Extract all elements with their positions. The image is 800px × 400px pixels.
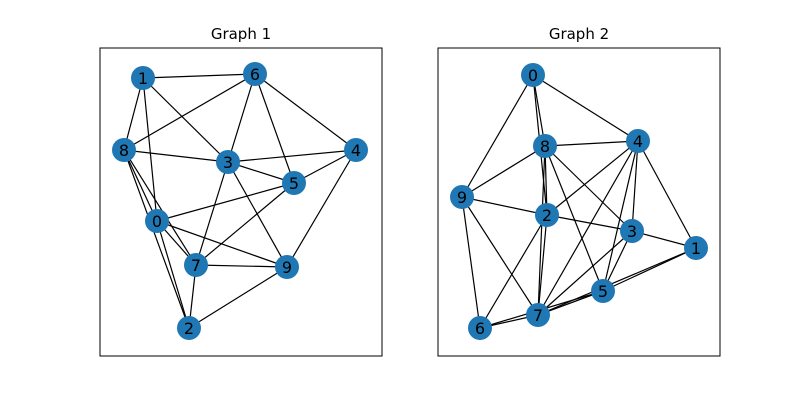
graph-2-edge-2-6 bbox=[479, 214, 548, 329]
graph-2-edge-0-9 bbox=[461, 74, 534, 198]
graph-2-edge-8-4 bbox=[544, 140, 639, 147]
graph-2-node-7 bbox=[526, 303, 550, 327]
graph-1-edge-6-4 bbox=[254, 73, 357, 151]
graph-2-edge-4-5 bbox=[602, 140, 639, 292]
graph-2-edge-4-7 bbox=[537, 140, 639, 316]
graph-1-node-label-0: 0 bbox=[152, 212, 162, 231]
graph-1-edge-6-8 bbox=[123, 73, 256, 151]
graph-2-edges bbox=[461, 74, 697, 329]
graph-2-node-1 bbox=[684, 236, 708, 260]
graph-2-edge-4-3 bbox=[631, 140, 639, 232]
graph-1-node-3 bbox=[216, 150, 240, 174]
graph-1-node-1 bbox=[131, 66, 155, 90]
graph-1-node-0 bbox=[145, 209, 169, 233]
graph-1-edge-8-0 bbox=[123, 149, 158, 222]
graph-2-node-2 bbox=[535, 203, 559, 227]
graph-2-node-5 bbox=[591, 279, 615, 303]
graph-1-node-7 bbox=[184, 253, 208, 277]
graph-1-edge-5-0 bbox=[156, 182, 295, 222]
graph-2-nodes: 0 1 2 3 4 5 6 7 8 9 bbox=[450, 63, 708, 340]
graph-2-node-0 bbox=[521, 63, 545, 87]
graph-2-edge-1-7 bbox=[537, 247, 697, 316]
graph-1-edge-6-3 bbox=[227, 73, 256, 163]
graph-1-edge-8-7 bbox=[123, 149, 197, 266]
graph-1-edge-1-0 bbox=[142, 77, 158, 222]
graph-2-edge-8-9 bbox=[461, 145, 546, 198]
graph-2-node-3 bbox=[620, 219, 644, 243]
graph-1-edge-1-6 bbox=[142, 73, 256, 79]
graph-1-title: Graph 1 bbox=[211, 25, 271, 43]
graph-2-edge-8-7 bbox=[537, 145, 546, 316]
graph-2-edge-4-1 bbox=[637, 140, 697, 249]
graph-1-edges bbox=[123, 73, 357, 329]
graph-2-edge-0-8 bbox=[532, 74, 546, 147]
graph-1-edge-3-7 bbox=[195, 161, 229, 266]
graph-2-node-8 bbox=[533, 134, 557, 158]
graph-1-edge-0-9 bbox=[156, 220, 288, 268]
graph-2-node-label-6: 6 bbox=[475, 319, 485, 338]
graph-1-nodes: 0 1 2 3 4 5 6 7 8 9 bbox=[112, 62, 368, 340]
graph-1-node-label-4: 4 bbox=[351, 141, 361, 160]
graph-2-edge-8-5 bbox=[544, 145, 604, 292]
graph-1-node-label-2: 2 bbox=[184, 319, 194, 338]
graph-1-panel: Graph 1 0 1 2 3 4 5 6 7 8 9 bbox=[99, 25, 383, 357]
graph-1-edge-0-2 bbox=[156, 220, 190, 329]
graph-1-edge-9-2 bbox=[188, 266, 288, 329]
graph-1-frame bbox=[99, 47, 383, 357]
graph-2-node-label-0: 0 bbox=[528, 66, 538, 85]
graph-1-node-2 bbox=[177, 316, 201, 340]
graph-1-node-label-8: 8 bbox=[119, 141, 129, 160]
graph-2-node-label-8: 8 bbox=[540, 137, 550, 156]
graph-1-node-label-9: 9 bbox=[282, 258, 292, 277]
graph-2-node-4 bbox=[626, 129, 650, 153]
graph-1-node-label-3: 3 bbox=[223, 153, 233, 172]
graph-1-edge-8-2 bbox=[123, 149, 190, 329]
graph-2-node-9 bbox=[450, 185, 474, 209]
graph-2-node-label-4: 4 bbox=[633, 132, 643, 151]
graph-1-edge-6-5 bbox=[254, 73, 295, 184]
graph-2-edge-3-7 bbox=[537, 230, 633, 316]
graph-1-edge-1-3 bbox=[142, 77, 229, 163]
graph-2-frame bbox=[437, 47, 721, 357]
graph-2-edge-9-7 bbox=[461, 196, 539, 316]
graph-1-node-5 bbox=[282, 171, 306, 195]
graph-1-edge-7-9 bbox=[195, 264, 288, 268]
graph-2-edge-2-7 bbox=[537, 214, 548, 316]
graph-1-edge-4-9 bbox=[286, 149, 357, 268]
graph-2-node-label-1: 1 bbox=[691, 239, 701, 258]
graph-1-node-label-6: 6 bbox=[250, 65, 260, 84]
graph-1-node-9 bbox=[275, 255, 299, 279]
graph-1-node-8 bbox=[112, 138, 136, 162]
graph-1-node-6 bbox=[243, 62, 267, 86]
graph-2-edge-2-3 bbox=[546, 214, 633, 232]
graph-2-title: Graph 2 bbox=[549, 25, 609, 43]
graph-2-node-label-2: 2 bbox=[542, 206, 552, 225]
graph-1-edge-5-7 bbox=[195, 182, 295, 266]
graph-1-node-4 bbox=[344, 138, 368, 162]
graph-1-edge-3-9 bbox=[227, 161, 288, 268]
graph-1-node-label-1: 1 bbox=[138, 69, 148, 88]
graph-2-node-label-5: 5 bbox=[598, 282, 608, 301]
graph-2-panel: Graph 2 0 1 2 3 4 5 6 7 8 9 bbox=[437, 25, 721, 357]
graph-1-edge-8-3 bbox=[123, 149, 229, 163]
graph-2-edge-4-2 bbox=[546, 140, 639, 216]
graph-2-edge-9-6 bbox=[461, 196, 481, 329]
graph-2-edge-9-2 bbox=[461, 196, 548, 216]
graph-1-node-label-5: 5 bbox=[289, 174, 299, 193]
graph-2-node-label-9: 9 bbox=[457, 188, 467, 207]
graph-2-edge-0-4 bbox=[532, 74, 639, 142]
graph-2-edge-8-3 bbox=[544, 145, 633, 232]
graph-2-node-label-3: 3 bbox=[627, 222, 637, 241]
graph-1-edge-1-8 bbox=[123, 77, 144, 151]
graph-2-node-6 bbox=[468, 316, 492, 340]
graph-1-edge-3-4 bbox=[227, 149, 357, 163]
graph-2-node-label-7: 7 bbox=[533, 306, 543, 325]
graph-1-node-label-7: 7 bbox=[191, 256, 201, 275]
